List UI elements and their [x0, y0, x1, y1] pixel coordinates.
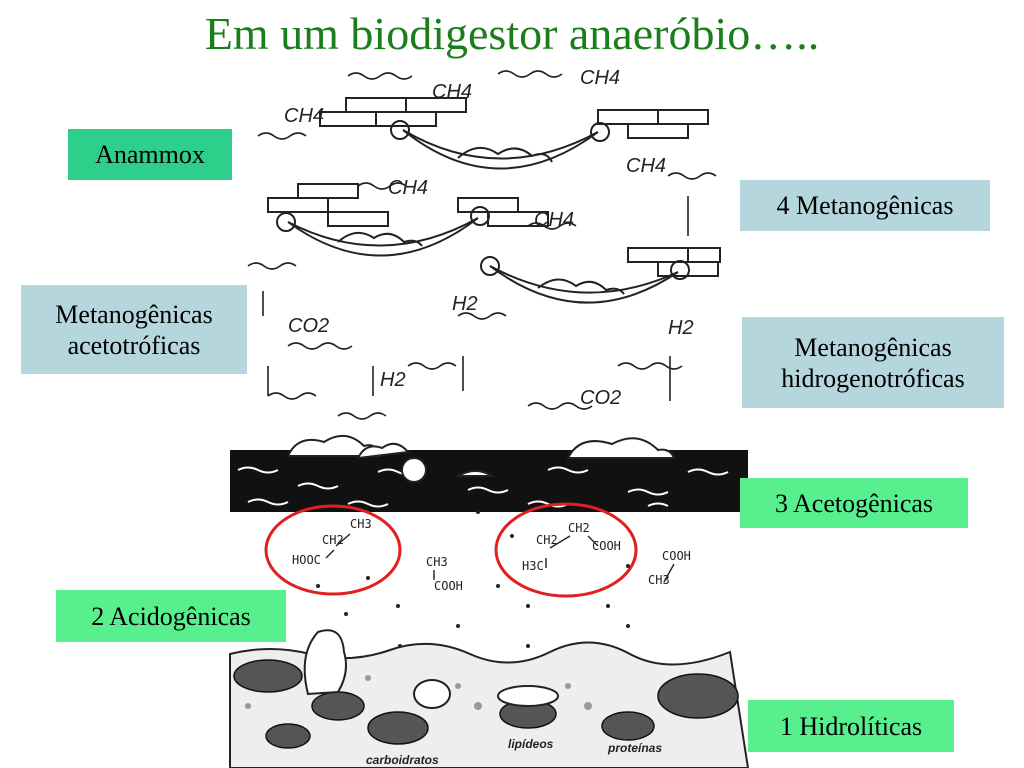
gas-label-ch4: CH4: [534, 209, 574, 231]
gas-label-ch4: CH4: [432, 81, 472, 103]
molecule-label: COOH: [434, 579, 463, 593]
gas-label-ch4: CH4: [388, 177, 428, 199]
page-title: Em um biodigestor anaeróbio…..: [204, 8, 820, 59]
molecule-label: CH2: [536, 533, 558, 547]
gas-label-h2: H2: [380, 369, 406, 391]
molecule-label: HOOC: [292, 553, 321, 567]
gas-label-ch4: CH4: [626, 155, 666, 177]
gas-label-co2: CO2: [288, 315, 329, 337]
gas-label-ch4: CH4: [580, 67, 620, 89]
brick-wall-top-right: [597, 109, 709, 139]
molecule-label: COOH: [592, 539, 621, 553]
highlight-circle-right: [494, 502, 638, 598]
gas-label-ch4: CH4: [284, 105, 324, 127]
label-2-acidogenicas: 2 Acidogênicas: [56, 590, 286, 642]
biodigester-illustration: CH4 CH4 CH4 CH4 CH4 CH4 CO2 H2 H2 H2 CO2…: [229, 67, 750, 768]
highlight-circle-left: [264, 504, 402, 596]
hammock-top: [402, 129, 599, 170]
label-anammox: Anammox: [68, 129, 232, 180]
molecule-label: CH3: [648, 573, 670, 587]
bottom-label-proteinas: proteínas: [607, 741, 662, 755]
gas-label-co2: CO2: [580, 387, 621, 409]
label-metanogenicas-hidrogenotroficas: Metanogênicas hidrogenotróficas: [742, 317, 1004, 408]
bottom-label-lipideos: lipídeos: [508, 737, 554, 751]
label-4-metanogenicas: 4 Metanogênicas: [740, 180, 990, 231]
molecule-label: H3C: [522, 559, 544, 573]
molecule-label: CH3: [350, 517, 372, 531]
molecule-label: CH2: [568, 521, 590, 535]
sediment-layer: [229, 629, 750, 768]
molecule-label: CH2: [322, 533, 344, 547]
label-metanogenicas-acetotroficas: Metanogênicas acetotróficas: [21, 285, 247, 374]
gas-label-h2: H2: [668, 317, 694, 339]
liquid-layer: [230, 435, 748, 512]
molecule-label: CH3: [426, 555, 448, 569]
bottom-label-carboidratos: carboidratos: [366, 753, 439, 767]
label-1-hidroliticas: 1 Hidrolíticas: [748, 700, 954, 752]
molecule-label: COOH: [662, 549, 691, 563]
brick-wall-top-left: [319, 97, 467, 127]
label-3-acetogenicas: 3 Acetogênicas: [740, 478, 968, 528]
brick-wall-middle: [267, 183, 549, 227]
gas-label-h2: H2: [452, 293, 478, 315]
